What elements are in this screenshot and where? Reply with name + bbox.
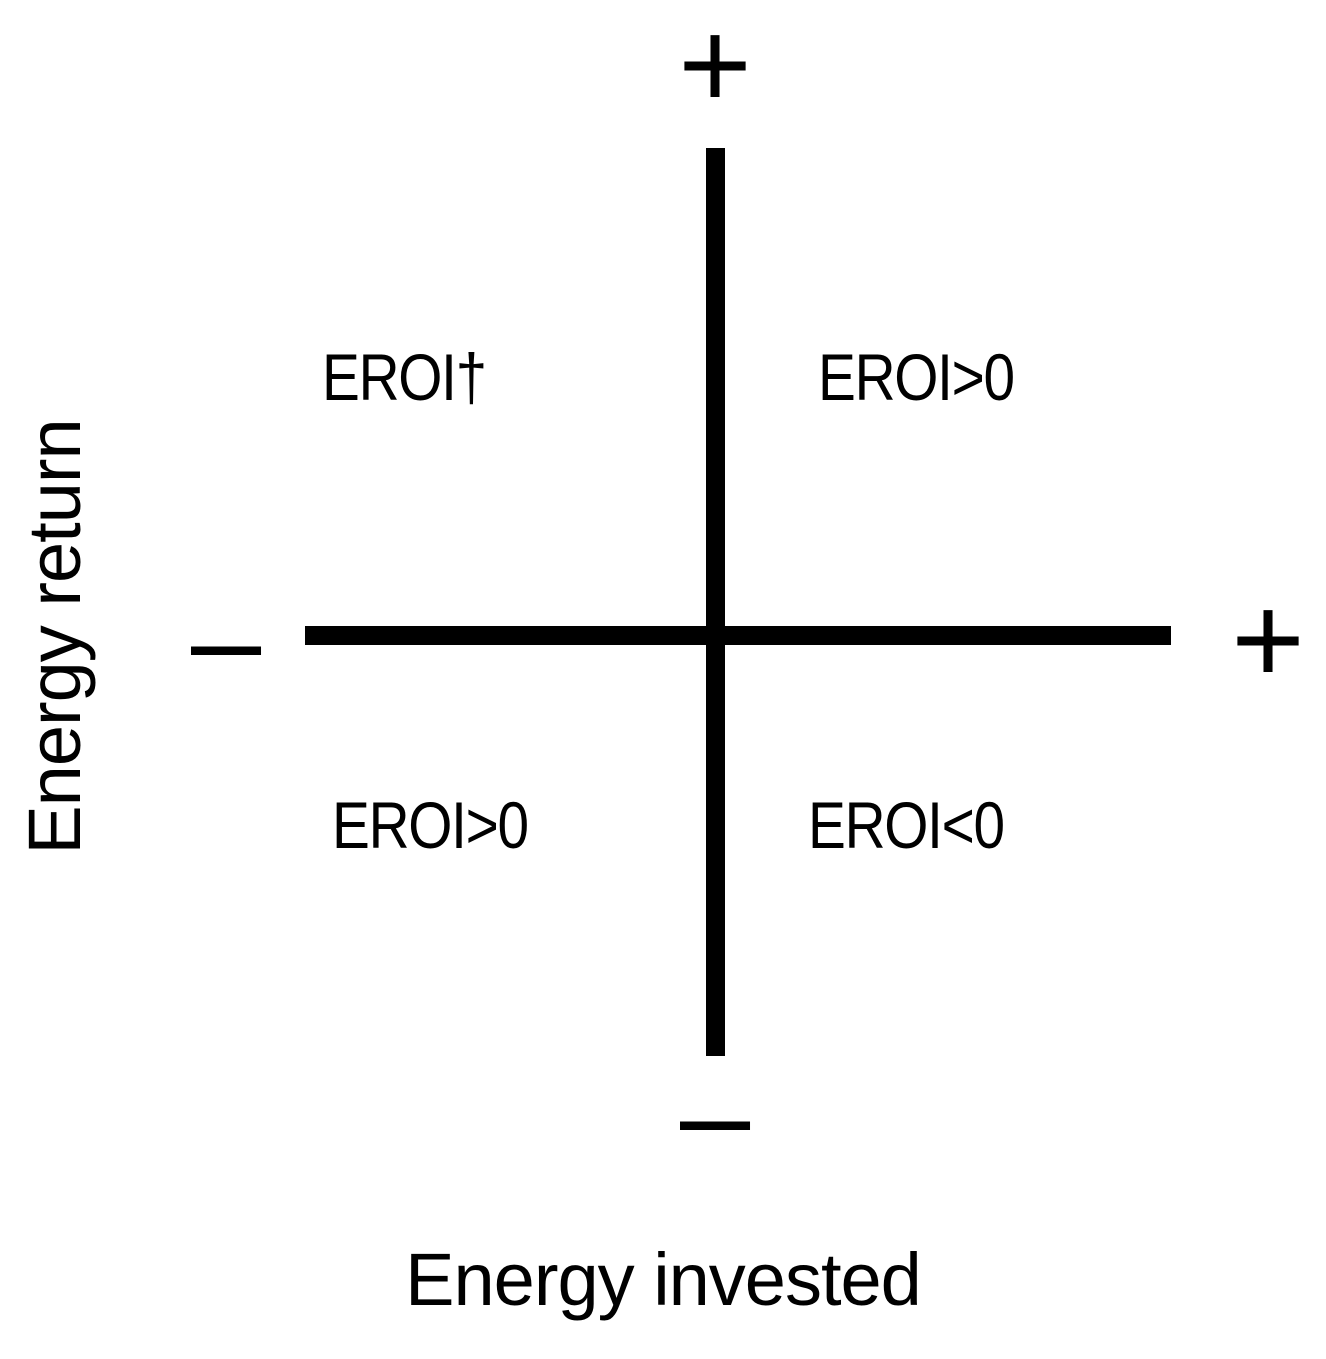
x-axis-line bbox=[305, 626, 1171, 645]
x-axis-positive-sign: + bbox=[1231, 569, 1305, 710]
quadrant-label-top-right: EROI>0 bbox=[818, 340, 1015, 414]
quadrant-label-bottom-left: EROI>0 bbox=[332, 788, 529, 862]
x-axis-negative-sign: – bbox=[190, 569, 262, 710]
quadrant-label-bottom-right: EROI<0 bbox=[808, 788, 1005, 862]
y-axis-positive-sign: + bbox=[678, 0, 752, 135]
y-axis-title: Energy return bbox=[13, 419, 96, 855]
y-axis-line bbox=[706, 148, 725, 1056]
quadrant-label-top-left: EROI† bbox=[322, 340, 487, 414]
x-axis-title: Energy invested bbox=[405, 1238, 922, 1321]
y-axis-negative-sign: – bbox=[679, 1044, 751, 1185]
